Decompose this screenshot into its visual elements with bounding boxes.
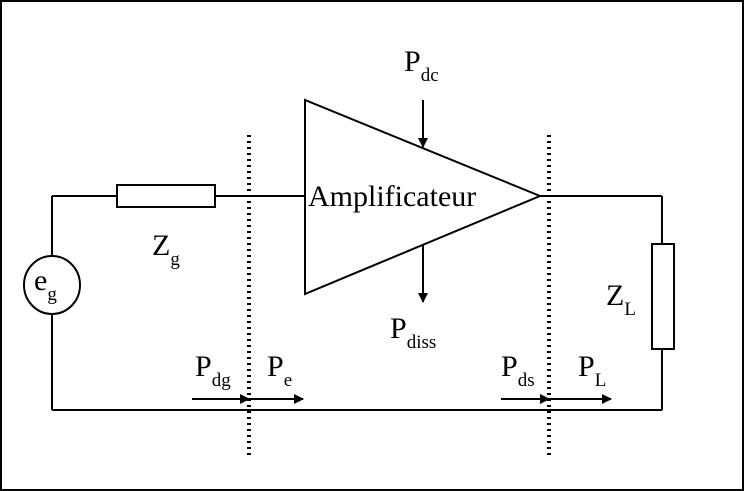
zl-label: ZL [606, 279, 636, 320]
pdc-label: Pdc [404, 45, 439, 86]
zg-label: Zg [152, 229, 180, 270]
amplifier-label: Amplificateur [308, 180, 476, 213]
source-impedance-resistor [116, 184, 216, 208]
pdg-label: Pdg [195, 350, 231, 391]
eg-label: eg [34, 264, 57, 305]
load-impedance-resistor [651, 243, 675, 350]
circuit-wires [51, 195, 663, 411]
voltage-source [23, 255, 81, 315]
pe-label: Pe [267, 350, 292, 391]
pds-label: Pds [501, 350, 535, 391]
pdiss-label: Pdiss [390, 312, 436, 353]
pl-label: PL [578, 350, 606, 391]
